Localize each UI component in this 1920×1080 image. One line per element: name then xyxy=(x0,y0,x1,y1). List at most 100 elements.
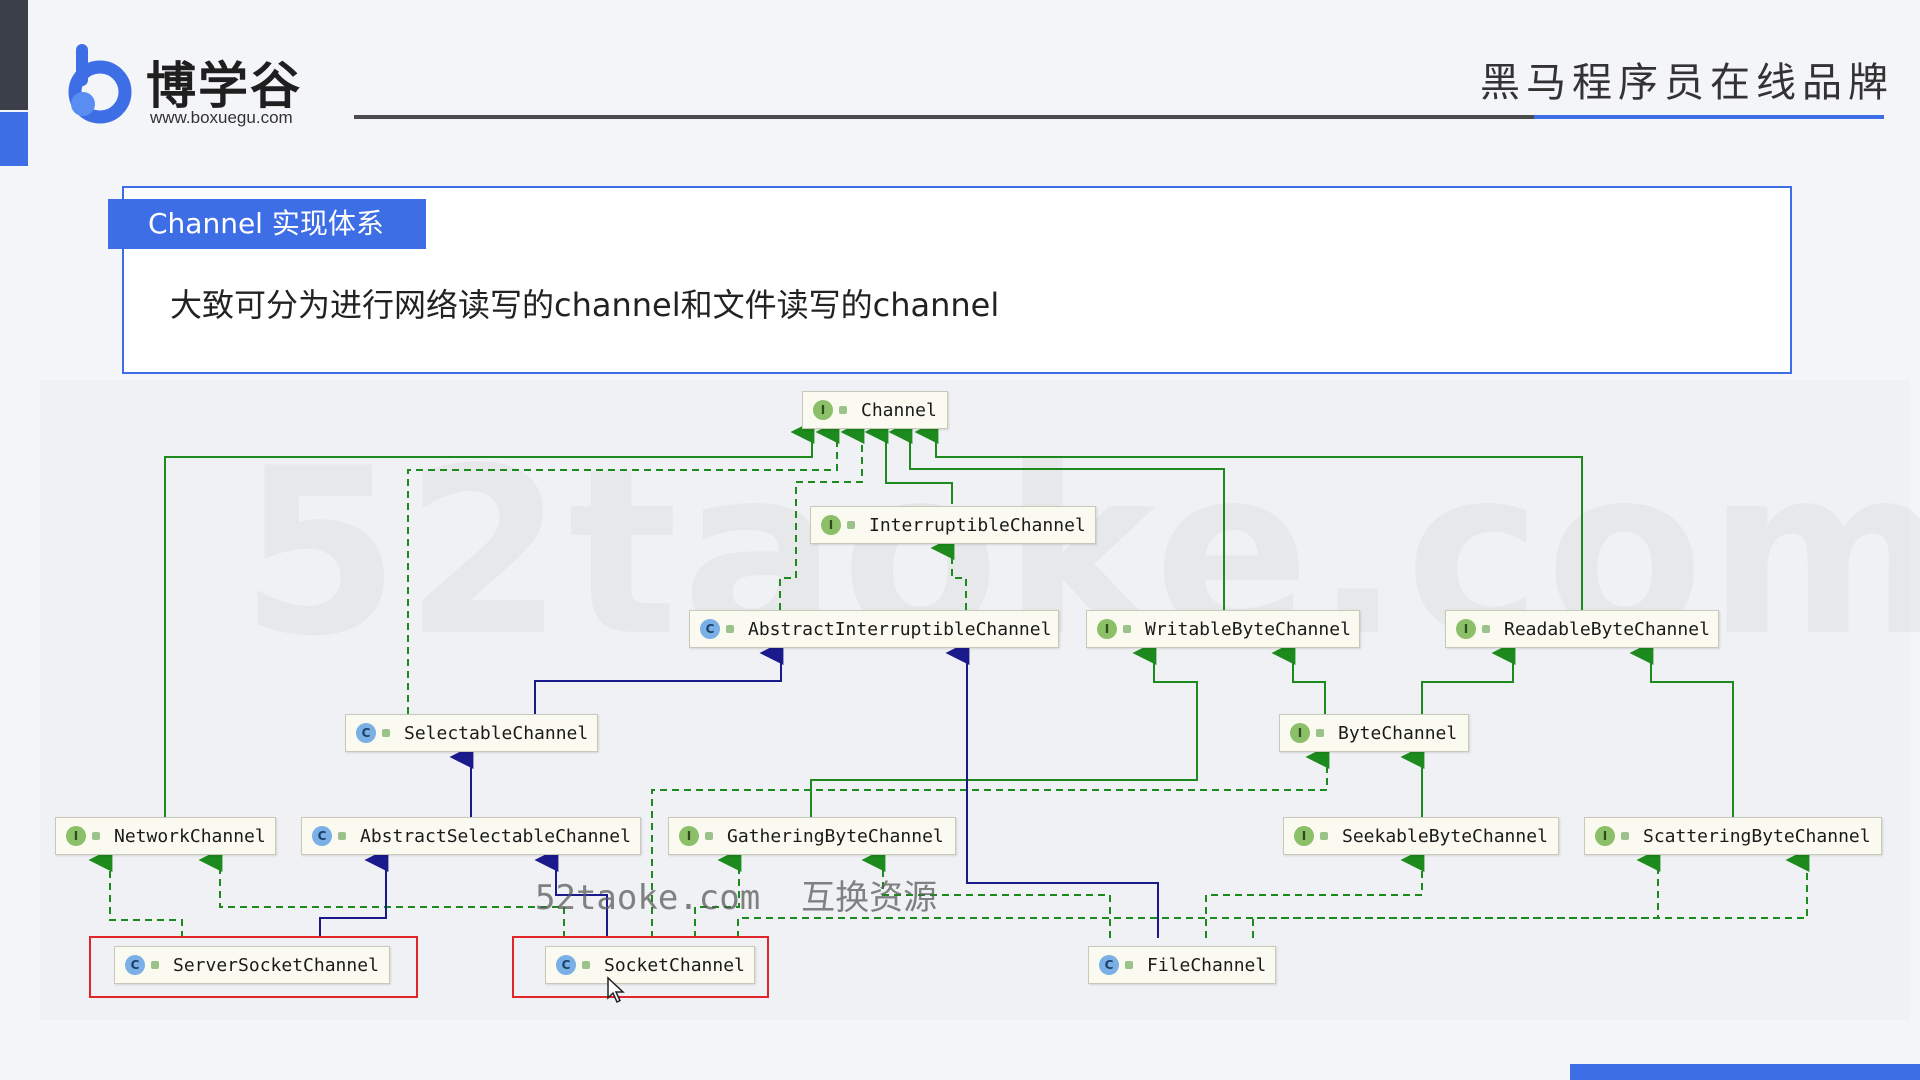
header-divider xyxy=(354,115,1534,119)
node-label: Channel xyxy=(861,399,937,421)
class-icon: C xyxy=(125,955,145,975)
intro-card xyxy=(122,186,1792,374)
edge-file-abstractinterruptible xyxy=(945,641,1159,938)
public-modifier-icon xyxy=(726,625,734,633)
logo-mark-icon xyxy=(68,44,132,124)
site-watermark-cn: 互换资源 xyxy=(801,878,938,918)
site-watermark: 52taoke.com 互换资源 xyxy=(535,870,937,919)
class-icon: C xyxy=(1099,955,1119,975)
node-writable-byte-channel[interactable]: I WritableByteChannel xyxy=(1086,610,1360,648)
highlight-socket-channel xyxy=(512,936,769,998)
node-selectable-channel[interactable]: C SelectableChannel xyxy=(345,714,598,752)
interface-icon: I xyxy=(1595,826,1615,846)
edge-file-seekable xyxy=(1205,848,1425,938)
node-label: FileChannel xyxy=(1147,954,1267,976)
edge-serversocket-network xyxy=(88,848,183,938)
public-modifier-icon xyxy=(1316,729,1324,737)
card-text: 大致可分为进行网络读写的channel和文件读写的channel xyxy=(170,286,1000,324)
node-label: ByteChannel xyxy=(1338,722,1458,744)
node-file-channel[interactable]: C FileChannel xyxy=(1088,946,1276,984)
edge-bytechannel-readable xyxy=(1421,641,1516,714)
edge-socket-network xyxy=(198,848,565,938)
node-socket-channel[interactable]: C SocketChannel xyxy=(545,946,755,984)
edge-gathering-writable xyxy=(810,641,1198,817)
edge-socket-gathering xyxy=(694,848,742,938)
boxuegu-logo: 博学谷 www.boxuegu.com xyxy=(60,40,320,130)
node-network-channel[interactable]: I NetworkChannel xyxy=(55,817,276,855)
public-modifier-icon xyxy=(1320,832,1328,840)
public-modifier-icon xyxy=(1621,832,1629,840)
node-label: ReadableByteChannel xyxy=(1504,618,1710,640)
node-label: AbstractSelectableChannel xyxy=(360,825,631,847)
node-channel[interactable]: I Channel xyxy=(802,391,948,429)
public-modifier-icon xyxy=(1125,961,1133,969)
public-modifier-icon xyxy=(1123,625,1131,633)
edge-bytechannel-writable xyxy=(1271,641,1326,714)
edge-socket-abstractselectable xyxy=(534,848,608,938)
node-label: AbstractInterruptibleChannel xyxy=(748,618,1052,640)
interface-icon: I xyxy=(1097,619,1117,639)
interface-icon: I xyxy=(1290,723,1310,743)
interface-icon: I xyxy=(1294,826,1314,846)
edge-socket-scattering xyxy=(737,848,1661,938)
header-divider-accent xyxy=(1534,115,1884,119)
node-readable-byte-channel[interactable]: I ReadableByteChannel xyxy=(1445,610,1719,648)
public-modifier-icon xyxy=(847,521,855,529)
edge-scattering-readable xyxy=(1629,641,1734,817)
edge-selectable-channel xyxy=(407,420,840,714)
edge-file-gathering xyxy=(861,848,1111,938)
public-modifier-icon xyxy=(705,832,713,840)
public-modifier-icon xyxy=(338,832,346,840)
edge-selectable-abstractinterruptible xyxy=(534,641,784,714)
node-byte-channel[interactable]: I ByteChannel xyxy=(1279,714,1469,752)
public-modifier-icon xyxy=(839,406,847,414)
edge-network-channel xyxy=(164,420,815,817)
node-seekable-byte-channel[interactable]: I SeekableByteChannel xyxy=(1283,817,1559,855)
node-server-socket-channel[interactable]: C ServerSocketChannel xyxy=(114,946,390,984)
card-title: Channel 实现体系 xyxy=(108,199,426,249)
edge-serversocket-abstractselectable xyxy=(319,848,389,938)
public-modifier-icon xyxy=(151,961,159,969)
class-icon: C xyxy=(556,955,576,975)
node-abstract-interruptible-channel[interactable]: C AbstractInterruptibleChannel xyxy=(689,610,1059,648)
left-accent-bar-dark xyxy=(0,0,28,110)
interface-icon: I xyxy=(679,826,699,846)
node-label: ServerSocketChannel xyxy=(173,954,379,976)
edge-abstractinterruptible-channel xyxy=(779,420,865,610)
interface-extends-edges xyxy=(164,420,1734,817)
implements-edges xyxy=(88,420,1810,938)
edge-socket-bytechannel xyxy=(651,745,1330,938)
interface-icon: I xyxy=(1456,619,1476,639)
public-modifier-icon xyxy=(582,961,590,969)
node-label: InterruptibleChannel xyxy=(869,514,1086,536)
class-icon: C xyxy=(700,619,720,639)
interface-icon: I xyxy=(66,826,86,846)
node-label: WritableByteChannel xyxy=(1145,618,1351,640)
interface-icon: I xyxy=(821,515,841,535)
edge-writable-channel xyxy=(888,420,1225,610)
logo-url: www.boxuegu.com xyxy=(150,108,293,127)
public-modifier-icon xyxy=(1482,625,1490,633)
node-scattering-byte-channel[interactable]: I ScatteringByteChannel xyxy=(1584,817,1882,855)
footer-corner-banner xyxy=(1570,1064,1920,1080)
class-extends-edges xyxy=(319,641,1159,938)
class-icon: C xyxy=(312,826,332,846)
site-watermark-url: 52taoke.com xyxy=(535,878,761,918)
edge-file-scattering xyxy=(1252,848,1810,938)
edge-interruptible-channel xyxy=(864,420,953,504)
highlight-server-socket-channel xyxy=(89,936,418,998)
node-label: SeekableByteChannel xyxy=(1342,825,1548,847)
public-modifier-icon xyxy=(92,832,100,840)
logo-name: 博学谷 xyxy=(146,57,302,115)
node-label: SelectableChannel xyxy=(404,722,589,744)
mouse-cursor-icon xyxy=(607,976,625,1004)
left-accent-bar-blue xyxy=(0,112,28,166)
node-label: SocketChannel xyxy=(604,954,745,976)
node-interruptible-channel[interactable]: I InterruptibleChannel xyxy=(810,506,1096,544)
class-icon: C xyxy=(356,723,376,743)
node-gathering-byte-channel[interactable]: I GatheringByteChannel xyxy=(668,817,956,855)
edge-abstractinterruptible-interruptible xyxy=(930,536,967,610)
node-label: GatheringByteChannel xyxy=(727,825,944,847)
node-abstract-selectable-channel[interactable]: C AbstractSelectableChannel xyxy=(301,817,641,855)
